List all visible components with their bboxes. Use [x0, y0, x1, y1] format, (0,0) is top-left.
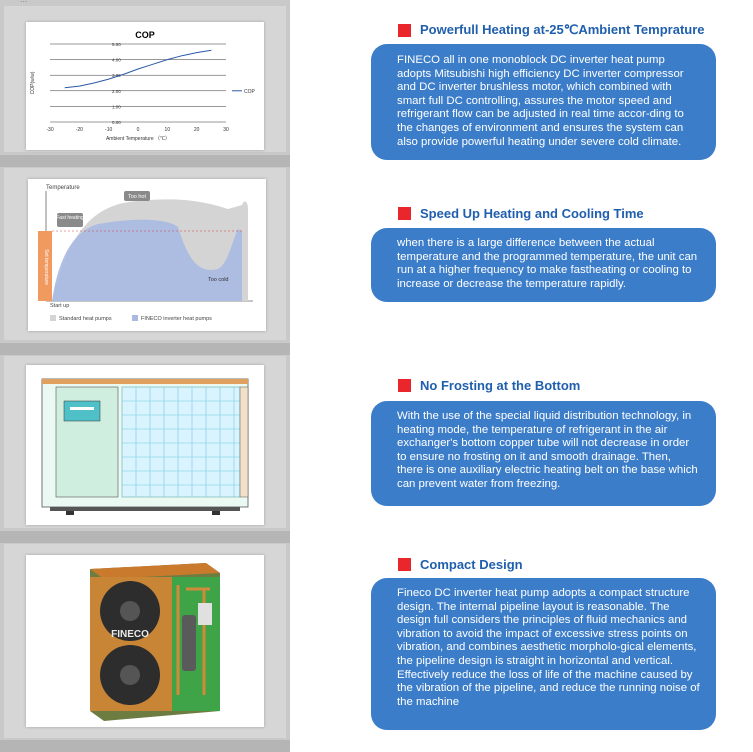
- section-2-title: Speed Up Heating and Cooling Time: [420, 206, 644, 221]
- unit-base: [50, 507, 240, 511]
- section-4-heading: Compact Design: [398, 557, 523, 572]
- fan-top-hub: [120, 601, 140, 621]
- internal-view-panel: FINECO: [4, 544, 286, 738]
- legend-standard-label: Standard heat pumps: [59, 316, 112, 322]
- y-tick-label: 4.00: [112, 58, 121, 63]
- unit-coil-grille: [121, 386, 241, 498]
- section-4-box: Fineco DC inverter heat pump adopts a co…: [371, 578, 716, 730]
- legend-standard-swatch: [50, 315, 56, 321]
- section-1-body: FINECO all in one monoblock DC inverter …: [397, 54, 684, 148]
- unit-control-panel: [63, 400, 101, 422]
- y-tick-label: 1.00: [112, 104, 121, 109]
- unit-drawing-panel: [4, 356, 286, 528]
- section-2-body: when there is a large difference between…: [397, 237, 698, 290]
- section-4-body: Fineco DC inverter heat pump adopts a co…: [397, 587, 700, 708]
- y-tick-label: 2.00: [112, 89, 121, 94]
- unit-foot: [212, 511, 220, 515]
- internal-view: FINECO: [26, 555, 264, 727]
- separator: [0, 343, 290, 355]
- legend-fineco-label: FINECO inverter heat pumps: [141, 316, 212, 322]
- separator: [0, 740, 290, 752]
- x-tick-label: -10: [105, 127, 112, 133]
- legend-fineco-swatch: [132, 315, 138, 321]
- bullet-square: [398, 379, 411, 392]
- control-box: [198, 603, 212, 625]
- set-temp-label: Set temperature: [43, 249, 49, 285]
- too-hot-badge: [124, 191, 150, 201]
- bullet-square: [398, 23, 411, 37]
- section-1-box: FINECO all in one monoblock DC inverter …: [371, 44, 716, 160]
- bullet-square: [398, 558, 411, 571]
- unit-foot: [66, 511, 74, 515]
- unit-top-cover: [90, 563, 220, 579]
- section-3-box: With the use of the special liquid distr…: [371, 401, 716, 506]
- separator: [0, 531, 290, 543]
- section-3-body: With the use of the special liquid distr…: [397, 410, 698, 490]
- section-4-title: Compact Design: [420, 557, 523, 572]
- unit-svg: [41, 378, 249, 515]
- y-tick-label: 0.00: [112, 120, 121, 125]
- compressor: [182, 615, 196, 671]
- x-tick-label: -30: [46, 127, 53, 133]
- x-tick-label: 0: [137, 127, 140, 133]
- cop-chart: COP 0.00 1.00 2.00 3.00 4.00 5.00 -30 -20 -10 0 10…: [26, 22, 264, 150]
- diagram-svg: Temperature Set temperature Too hot Fast…: [38, 185, 253, 322]
- x-tick-label: 30: [223, 127, 229, 133]
- cop-plot: 0.00 1.00 2.00 3.00 4.00 5.00 -30 -20 -10 0 10 20 30…: [30, 42, 256, 142]
- diagram-y-label: Temperature: [46, 185, 80, 191]
- bullet-square: [398, 207, 411, 220]
- legend-label: COP: [244, 89, 256, 95]
- separator: [0, 155, 290, 167]
- cop-series-line: [64, 49, 212, 89]
- fineco-heat-pump-area: [52, 219, 242, 301]
- heating-diagram-panel: Temperature Set temperature Too hot Fast…: [4, 168, 286, 340]
- y-tick-label: 3.00: [112, 73, 121, 78]
- unit-drawing: [26, 365, 264, 525]
- x-tick-label: 10: [165, 127, 171, 133]
- section-2-box: when there is a large difference between…: [371, 228, 716, 302]
- unit-display: [70, 407, 94, 410]
- unit-top-trim: [42, 379, 248, 384]
- cop-chart-panel: COP 0.00 1.00 2.00 3.00 4.00 5.00 -30 -20 -10 0 10…: [4, 6, 286, 152]
- fast-heating-label: Fast heating: [56, 215, 84, 221]
- section-1-heading: Powerfull Heating at-25℃Ambient Tempratu…: [398, 22, 705, 38]
- fan-bottom-hub: [120, 665, 140, 685]
- top-fragment: ...: [20, 0, 28, 4]
- internal-svg: FINECO: [90, 563, 220, 721]
- too-cold-label: Too cold: [208, 277, 229, 283]
- fast-heating-badge: [57, 213, 83, 227]
- section-2-heading: Speed Up Heating and Cooling Time: [398, 206, 644, 221]
- unit-brand: FINECO: [111, 629, 149, 640]
- grille-lines: [122, 387, 240, 497]
- x-axis-label: Ambient Temperature （℃）: [106, 136, 170, 142]
- x-tick-label: -20: [76, 127, 83, 133]
- y-tick-label: 5.00: [112, 42, 121, 47]
- heating-diagram: Temperature Set temperature Too hot Fast…: [28, 179, 266, 331]
- set-temp-band: [38, 231, 52, 301]
- chart-title: COP: [135, 30, 155, 40]
- y-axis-label: COP(w/w): [30, 71, 36, 94]
- start-up-label: Start up: [50, 303, 69, 309]
- section-3-title: No Frosting at the Bottom: [420, 378, 581, 393]
- section-1-title: Powerfull Heating at-25℃Ambient Tempratu…: [420, 22, 705, 37]
- unit-right-panel: [239, 386, 249, 498]
- x-tick-label: 20: [194, 127, 200, 133]
- too-hot-label: Too hot: [128, 194, 147, 200]
- section-3-heading: No Frosting at the Bottom: [398, 378, 580, 393]
